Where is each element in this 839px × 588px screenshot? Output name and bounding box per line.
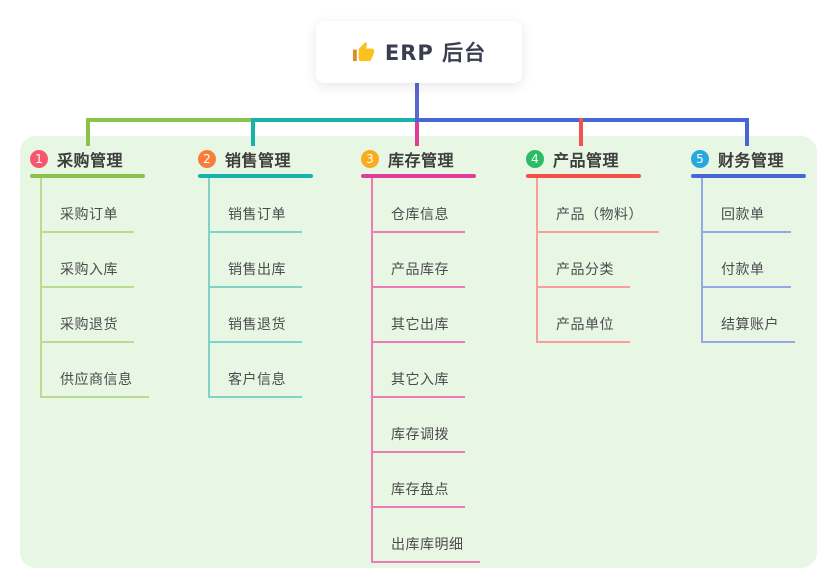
branch-underline xyxy=(526,174,641,178)
root-connector-line xyxy=(415,83,419,122)
mindmap-node[interactable]: 销售出库 xyxy=(208,233,302,288)
branch-number-badge: 2 xyxy=(198,150,216,168)
branch-header[interactable]: 4 产品管理 xyxy=(526,148,659,170)
mindmap-node[interactable]: 回款单 xyxy=(701,178,791,233)
branch-items: 采购订单 采购入库 采购退货 供应商信息 xyxy=(40,178,149,398)
root-node-label: ERP 后台 xyxy=(384,41,487,65)
branch-items-connector xyxy=(536,178,538,343)
mindmap-node[interactable]: 付款单 xyxy=(701,233,791,288)
branch-items-connector xyxy=(208,178,210,398)
mindmap-node[interactable]: 产品单位 xyxy=(536,288,630,343)
branch-label: 财务管理 xyxy=(718,151,785,170)
mindmap-node[interactable]: 其它入库 xyxy=(371,343,465,398)
branch-drop-line-1 xyxy=(86,118,90,146)
branch-underline xyxy=(30,174,145,178)
branch-number-badge: 5 xyxy=(691,150,709,168)
branch-drop-line-2 xyxy=(251,118,255,146)
branch-items-connector xyxy=(371,178,373,563)
branch-items-connector xyxy=(40,178,42,398)
branch-items: 仓库信息 产品库存 其它出库 其它入库 库存调拨 库存盘点 出库库明细 xyxy=(371,178,480,563)
branch-underline xyxy=(691,174,806,178)
branch-finance: 5 财务管理 回款单 付款单 结算账户 xyxy=(691,148,806,343)
branch-number-badge: 4 xyxy=(526,150,544,168)
branch-underline xyxy=(361,174,476,178)
bus-line-teal xyxy=(255,118,415,122)
branch-header[interactable]: 2 销售管理 xyxy=(198,148,313,170)
branch-header[interactable]: 1 采购管理 xyxy=(30,148,149,170)
mindmap-node[interactable]: 销售退货 xyxy=(208,288,302,343)
mindmap-node[interactable]: 采购入库 xyxy=(40,233,134,288)
mindmap-node[interactable]: 产品库存 xyxy=(371,233,465,288)
mindmap-node[interactable]: 销售订单 xyxy=(208,178,302,233)
branch-procurement: 1 采购管理 采购订单 采购入库 采购退货 供应商信息 xyxy=(30,148,149,398)
branch-label: 采购管理 xyxy=(57,151,124,170)
mindmap-node[interactable]: 产品（物料） xyxy=(536,178,659,233)
bus-line-green xyxy=(86,118,255,122)
root-node[interactable]: ERP 后台 xyxy=(316,21,522,83)
canvas-panel xyxy=(20,136,817,568)
mindmap-node[interactable]: 库存调拨 xyxy=(371,398,465,453)
branch-number-badge: 3 xyxy=(361,150,379,168)
branch-inventory: 3 库存管理 仓库信息 产品库存 其它出库 其它入库 库存调拨 库存盘点 出库库… xyxy=(361,148,480,563)
mindmap-node[interactable]: 客户信息 xyxy=(208,343,302,398)
branch-drop-line-4 xyxy=(579,118,583,146)
branch-drop-line-5 xyxy=(745,118,749,146)
mindmap-node[interactable]: 库存盘点 xyxy=(371,453,465,508)
mindmap-node[interactable]: 结算账户 xyxy=(701,288,795,343)
mindmap-node[interactable]: 采购订单 xyxy=(40,178,134,233)
branch-label: 产品管理 xyxy=(553,151,620,170)
mindmap-node[interactable]: 仓库信息 xyxy=(371,178,465,233)
branch-sales: 2 销售管理 销售订单 销售出库 销售退货 客户信息 xyxy=(198,148,313,398)
thumbs-up-icon xyxy=(352,41,374,61)
mindmap-node[interactable]: 其它出库 xyxy=(371,288,465,343)
mindmap-node[interactable]: 出库库明细 xyxy=(371,508,480,563)
branch-number-badge: 1 xyxy=(30,150,48,168)
mindmap-node[interactable]: 供应商信息 xyxy=(40,343,149,398)
branch-items: 销售订单 销售出库 销售退货 客户信息 xyxy=(208,178,313,398)
branch-underline xyxy=(198,174,313,178)
branch-product: 4 产品管理 产品（物料） 产品分类 产品单位 xyxy=(526,148,659,343)
branch-label: 库存管理 xyxy=(388,151,455,170)
branch-items: 产品（物料） 产品分类 产品单位 xyxy=(536,178,659,343)
branch-items-connector xyxy=(701,178,703,343)
branch-label: 销售管理 xyxy=(225,151,292,170)
branch-header[interactable]: 3 库存管理 xyxy=(361,148,480,170)
branch-header[interactable]: 5 财务管理 xyxy=(691,148,806,170)
mindmap-node[interactable]: 产品分类 xyxy=(536,233,630,288)
branch-items: 回款单 付款单 结算账户 xyxy=(701,178,806,343)
branch-drop-line-3 xyxy=(415,122,419,146)
mindmap-node[interactable]: 采购退货 xyxy=(40,288,134,343)
